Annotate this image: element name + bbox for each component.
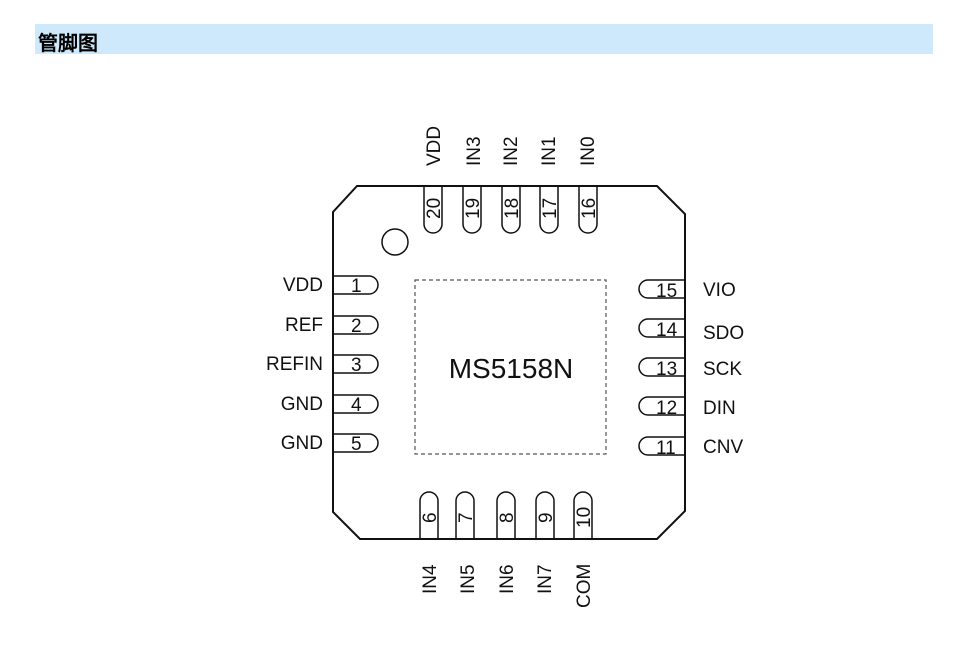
pin-number: 11 xyxy=(656,438,676,459)
pin-6: 6 IN4 xyxy=(419,491,441,594)
pin-number: 17 xyxy=(540,198,561,219)
pin-12: 12 DIN xyxy=(638,396,736,419)
pin-label: SCK xyxy=(703,359,742,380)
pin-number: 13 xyxy=(656,359,677,380)
pin-7: 7 IN5 xyxy=(455,491,479,594)
pin-3: 3 REFIN xyxy=(266,354,379,376)
pin-5: 5 GND xyxy=(281,433,379,455)
pin-label: IN7 xyxy=(535,564,556,594)
pin-14: 14 SDO xyxy=(638,318,744,344)
pin-number: 18 xyxy=(502,198,523,219)
pin-13: 13 SCK xyxy=(638,357,742,380)
pin-number: 16 xyxy=(579,198,600,219)
left-pins: 1 VDD 2 REF 3 REFIN 4 GND 5 GND xyxy=(266,275,379,455)
pin-number: 6 xyxy=(420,512,441,523)
pin-number: 10 xyxy=(574,507,595,528)
pin-17: 17 IN1 xyxy=(539,136,561,234)
pin-9: 9 IN7 xyxy=(535,491,557,594)
pin-16: 16 IN0 xyxy=(578,136,600,234)
pin-20: 20 VDD xyxy=(423,126,445,234)
pin-label: IN5 xyxy=(458,564,479,594)
pin-number: 15 xyxy=(656,281,677,302)
pin-number: 4 xyxy=(351,395,362,416)
pin-number: 7 xyxy=(456,512,477,523)
pin-4: 4 GND xyxy=(281,394,379,416)
pin-label: VIO xyxy=(703,280,736,301)
pin-label: VDD xyxy=(424,126,445,166)
pin-1: 1 VDD xyxy=(283,275,379,297)
pin-label: CNV xyxy=(703,437,743,458)
pin-label: DIN xyxy=(703,398,736,419)
pin-number: 9 xyxy=(536,512,557,523)
pin-number: 5 xyxy=(351,434,362,455)
pin-10: 10 COM xyxy=(573,491,595,608)
top-pins: 20 VDD 19 IN3 18 IN2 17 IN1 16 IN0 xyxy=(423,126,600,234)
pin-19: 19 IN3 xyxy=(462,136,485,234)
bottom-pins: 6 IN4 7 IN5 8 IN6 9 IN7 10 COM xyxy=(419,491,595,608)
pin-label: REF xyxy=(285,315,323,336)
pin-label: GND xyxy=(281,394,323,415)
pin-number: 19 xyxy=(463,198,484,219)
chip-name: MS5158N xyxy=(449,353,574,384)
pin-label: REFIN xyxy=(266,354,323,375)
pin-label: SDO xyxy=(703,323,744,344)
pin1-marker-dot xyxy=(381,228,409,256)
pin-number: 1 xyxy=(351,276,362,297)
package-outline xyxy=(332,185,686,540)
section-title: 管脚图 xyxy=(38,31,98,55)
pin-8: 8 IN6 xyxy=(496,491,518,594)
pin-label: GND xyxy=(281,433,323,454)
pin-label: VDD xyxy=(283,275,323,296)
pin-number: 12 xyxy=(656,398,677,419)
pin-label: IN4 xyxy=(420,564,441,594)
pin-15: 15 VIO xyxy=(638,279,736,302)
pin-18: 18 IN2 xyxy=(501,136,523,234)
pin-label: COM xyxy=(574,564,595,608)
pin-label: IN0 xyxy=(578,136,599,166)
pin-label: IN1 xyxy=(539,136,560,166)
pin-11: 11 CNV xyxy=(638,436,743,459)
section-header-bar: 管脚图 xyxy=(35,24,933,55)
pin-number: 20 xyxy=(424,198,445,219)
pin-number: 2 xyxy=(351,316,362,337)
pin-label: IN3 xyxy=(464,136,485,166)
pin-number: 3 xyxy=(351,355,362,376)
pin-label: IN6 xyxy=(497,564,518,594)
pin-label: IN2 xyxy=(501,136,522,166)
pin-2: 2 REF xyxy=(285,315,379,337)
right-pins: 15 VIO 14 SDO 13 SCK 12 DIN 11 CNV xyxy=(638,279,744,459)
pin-number: 8 xyxy=(497,512,518,523)
pin-number: 14 xyxy=(656,320,678,341)
